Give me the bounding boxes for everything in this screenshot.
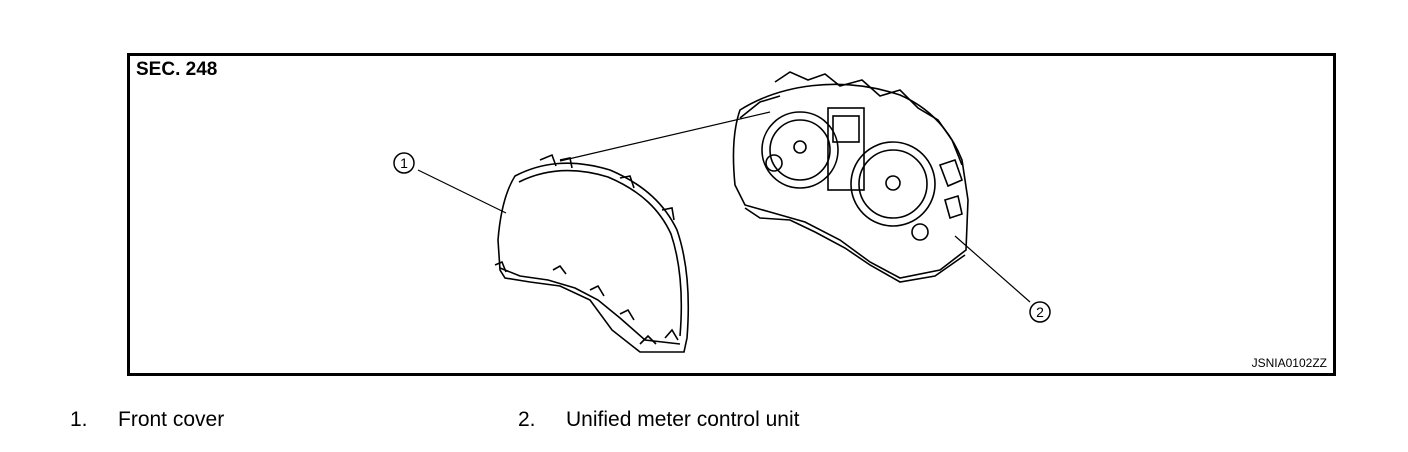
leader-lines — [417, 111, 1031, 303]
front-cover-drawing — [494, 153, 690, 353]
callout-2-number: 2 — [1036, 304, 1044, 320]
legend-number: 2. — [518, 408, 536, 431]
legend-item-front-cover: 1. Front cover — [70, 408, 224, 432]
legend-label: Front cover — [118, 408, 225, 431]
meter-unit-drawing — [732, 71, 969, 283]
legend-item-meter-unit: 2. Unified meter control unit — [518, 408, 799, 432]
callout-1-number: 1 — [400, 155, 408, 171]
callout-2: 2 — [1029, 301, 1051, 323]
legend-number: 1. — [70, 408, 88, 431]
diagram-frame: SEC. 248 JSNIA0102ZZ — [127, 53, 1336, 376]
legend-label: Unified meter control unit — [566, 408, 800, 431]
figure-code: JSNIA0102ZZ — [1251, 356, 1327, 370]
section-label: SEC. 248 — [136, 59, 218, 80]
callout-1: 1 — [393, 152, 415, 174]
